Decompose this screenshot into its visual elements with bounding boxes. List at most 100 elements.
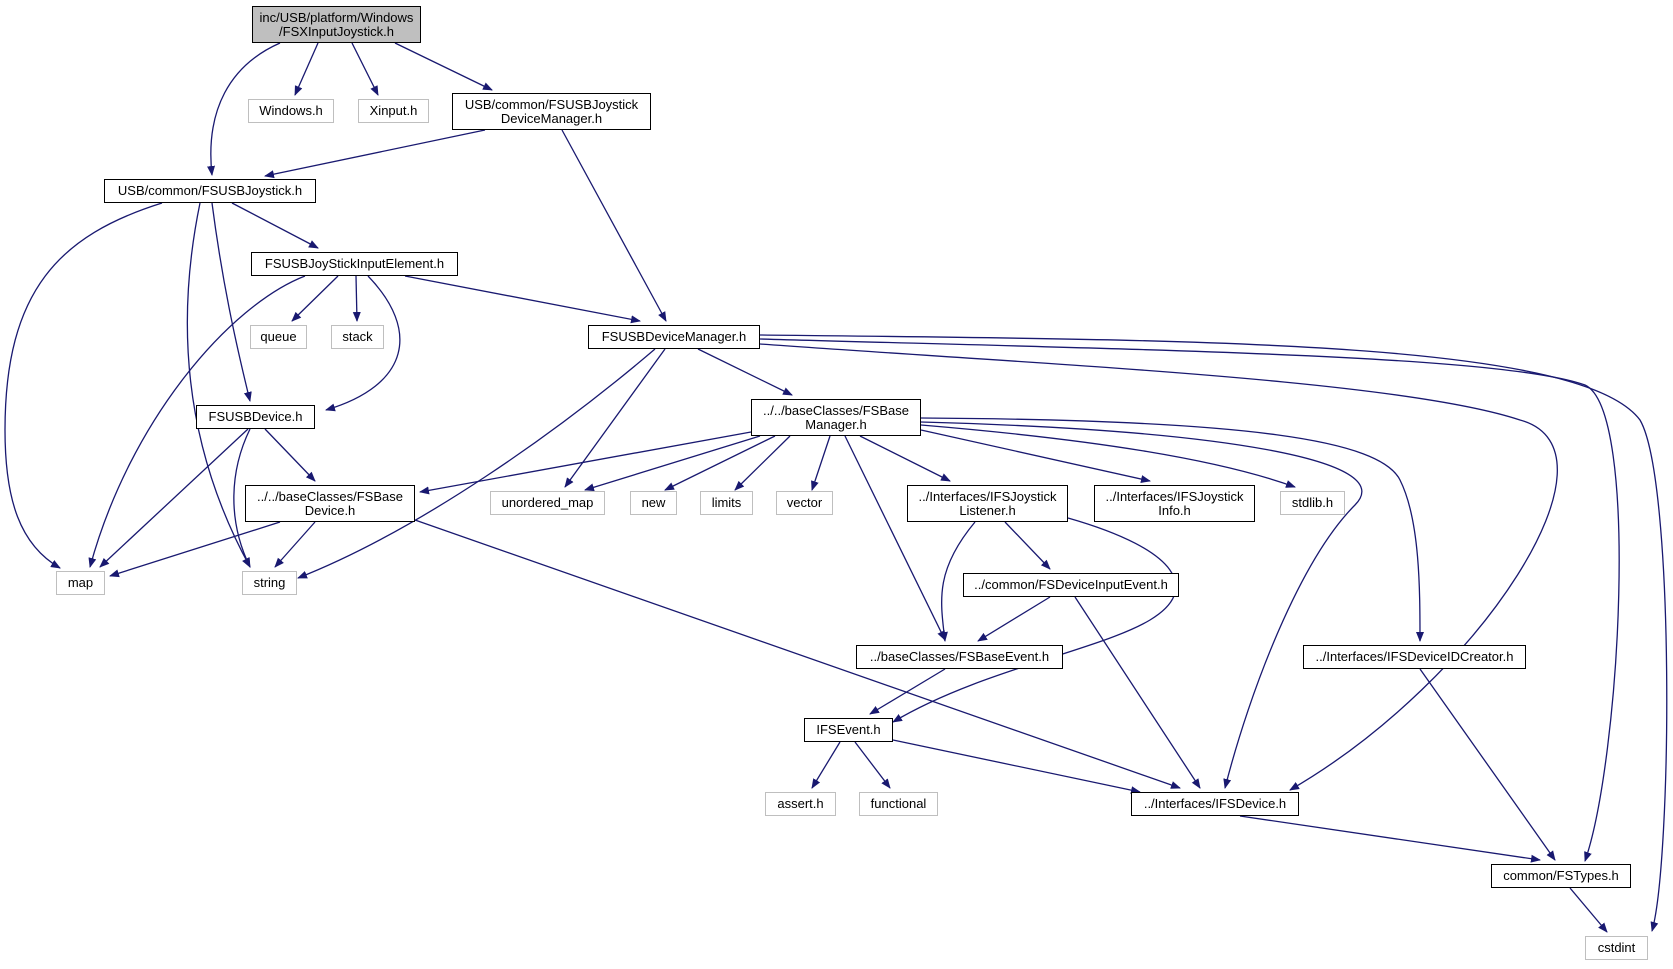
edge-usbjoystick-usbdevice (211, 202, 252, 402)
node-ifsdeviceidcreator-h[interactable]: ../Interfaces/IFSDeviceIDCreator.h (1303, 645, 1526, 669)
node-label: Windows.h (259, 103, 323, 118)
node-queue[interactable]: queue (250, 325, 307, 349)
node-label: unordered_map (501, 495, 594, 510)
edge-root-usbjoystick (207, 42, 281, 176)
node-label: ../Interfaces/IFSDevice.h (1143, 796, 1287, 811)
node-fsbasemanager-h[interactable]: ../../baseClasses/FSBase Manager.h (751, 399, 921, 436)
edge-fstypes-cstdint (1569, 887, 1608, 933)
node-label: cstdint (1597, 940, 1636, 955)
node-label: ../common/FSDeviceInputEvent.h (974, 577, 1168, 592)
node-fstypes-h[interactable]: common/FSTypes.h (1491, 864, 1631, 888)
node-fsusbdevice-h[interactable]: FSUSBDevice.h (196, 405, 315, 429)
node-label: queue (260, 329, 297, 344)
node-label: ../baseClasses/FSBaseEvent.h (869, 649, 1050, 664)
node-fsbaseevent-h[interactable]: ../baseClasses/FSBaseEvent.h (856, 645, 1063, 669)
node-label: string (253, 575, 286, 590)
node-ifsjoysticklistener-h[interactable]: ../Interfaces/IFSJoystick Listener.h (907, 485, 1068, 522)
edge-basedevice-ifsdevice (414, 519, 1181, 789)
node-functional[interactable]: functional (859, 792, 938, 816)
edge-usbjoystick-inputelement (231, 202, 319, 249)
node-label: stack (342, 329, 373, 344)
edge-basemanager-listener (859, 435, 951, 482)
node-label: map (67, 575, 94, 590)
node-xinput-h[interactable]: Xinput.h (358, 99, 429, 123)
node-fsbasedevice-h[interactable]: ../../baseClasses/FSBase Device.h (245, 485, 415, 522)
edge-devicemanager-basemanager (697, 348, 793, 396)
node-label: Xinput.h (369, 103, 418, 118)
edge-basemanager-vector (811, 435, 831, 491)
edge-inputelement-usbdevice (325, 275, 401, 412)
node-label: vector (786, 495, 823, 510)
edge-usbjoystick-map (4, 202, 163, 569)
node-windows-h[interactable]: Windows.h (248, 99, 334, 123)
edge-basemanager-stdlib (920, 424, 1296, 488)
node-label-line: DeviceManager.h (500, 110, 603, 126)
edge-basemanager-baseevent (844, 435, 946, 641)
edge-basedevice-string (274, 521, 316, 568)
edge-usbdevice-map (99, 428, 249, 568)
node-assert-h[interactable]: assert.h (765, 792, 836, 816)
edge-deviceinputevent-baseevent (977, 596, 1051, 642)
node-label: assert.h (777, 796, 824, 811)
node-vector[interactable]: vector (776, 491, 833, 515)
edge-deviceidcreator-fstypes (1419, 668, 1556, 861)
node-fsxinputjoystick-h[interactable]: inc/USB/platform/Windows /FSXInputJoysti… (252, 6, 421, 43)
edge-inputelement-map (88, 275, 306, 568)
edge-listener-deviceinputevent (1004, 521, 1051, 570)
node-limits[interactable]: limits (700, 491, 753, 515)
edge-ifsevent-ifsdevice (892, 739, 1141, 795)
edge-usbdevice-string (233, 428, 251, 568)
edge-basemanager-deviceidcreator (920, 417, 1424, 642)
node-label-line: USB/common/FSUSBJoystick (464, 96, 639, 112)
edge-devicemanager-string (297, 348, 656, 579)
edge-inputelement-devicemanager (404, 275, 641, 324)
node-label: ../Interfaces/IFSDeviceIDCreator.h (1315, 649, 1514, 664)
node-new[interactable]: new (630, 491, 677, 515)
node-stdlib-h[interactable]: stdlib.h (1280, 491, 1345, 515)
node-label-line: Device.h (304, 502, 356, 518)
node-stack[interactable]: stack (331, 325, 384, 349)
node-label-line: ../../baseClasses/FSBase (763, 402, 909, 418)
edge-listener-ifsevent (892, 517, 1177, 723)
edge-joystickdevicemanager-usbjoystick (264, 129, 486, 179)
node-label: functional (870, 796, 927, 811)
node-label: USB/common/FSUSBJoystick.h (117, 183, 303, 198)
node-label-line: ../Interfaces/IFSJoystick (918, 488, 1057, 504)
edge-deviceinputevent-ifsdevice (1074, 596, 1201, 789)
node-fsusbjoystickinputelement-h[interactable]: FSUSBJoyStickInputElement.h (251, 252, 458, 276)
node-ifsdevice-h[interactable]: ../Interfaces/IFSDevice.h (1131, 792, 1299, 816)
node-label: stdlib.h (1291, 495, 1334, 510)
edge-root-joystickdevicemanager (394, 42, 493, 91)
node-label: common/FSTypes.h (1503, 868, 1619, 883)
edge-ifsdevice-fstypes (1239, 815, 1541, 863)
node-cstdint[interactable]: cstdint (1585, 936, 1648, 960)
node-ifsevent-h[interactable]: IFSEvent.h (804, 718, 893, 742)
edge-basedevice-map (109, 521, 281, 578)
edge-basemanager-unorderedmap (584, 435, 761, 492)
node-label: IFSEvent.h (816, 722, 881, 737)
node-label: FSUSBJoyStickInputElement.h (264, 256, 445, 271)
node-fsusbjoystickdevicemanager-h[interactable]: USB/common/FSUSBJoystick DeviceManager.h (452, 93, 651, 130)
edge-devicemanager-cstdint (759, 334, 1668, 932)
node-fsusbdevicemanager-h[interactable]: FSUSBDeviceManager.h (588, 325, 760, 349)
node-string[interactable]: string (242, 571, 297, 595)
node-ifsjoystickinfo-h[interactable]: ../Interfaces/IFSJoystick Info.h (1094, 485, 1255, 522)
node-map[interactable]: map (56, 571, 105, 595)
node-unordered-map[interactable]: unordered_map (490, 491, 605, 515)
edge-usbjoystick-string (186, 202, 251, 568)
edge-inputelement-queue (291, 275, 339, 322)
node-label-line: ../../baseClasses/FSBase (257, 488, 403, 504)
edge-inputelement-stack (352, 275, 361, 322)
edge-basemanager-basedevice (419, 431, 752, 495)
node-fsusbjoystick-h[interactable]: USB/common/FSUSBJoystick.h (104, 179, 316, 203)
edge-basemanager-new (664, 435, 776, 491)
edge-root-windows (294, 42, 319, 96)
node-label: FSUSBDevice.h (208, 409, 303, 424)
node-label-line: ../Interfaces/IFSJoystick (1105, 488, 1244, 504)
edge-usbdevice-basedevice (264, 428, 316, 482)
node-fsdeviceinputevent-h[interactable]: ../common/FSDeviceInputEvent.h (963, 573, 1179, 597)
node-label-line: Listener.h (959, 502, 1016, 518)
edge-basemanager-limits (734, 435, 791, 491)
edge-devicemanager-unorderedmap (564, 348, 666, 488)
